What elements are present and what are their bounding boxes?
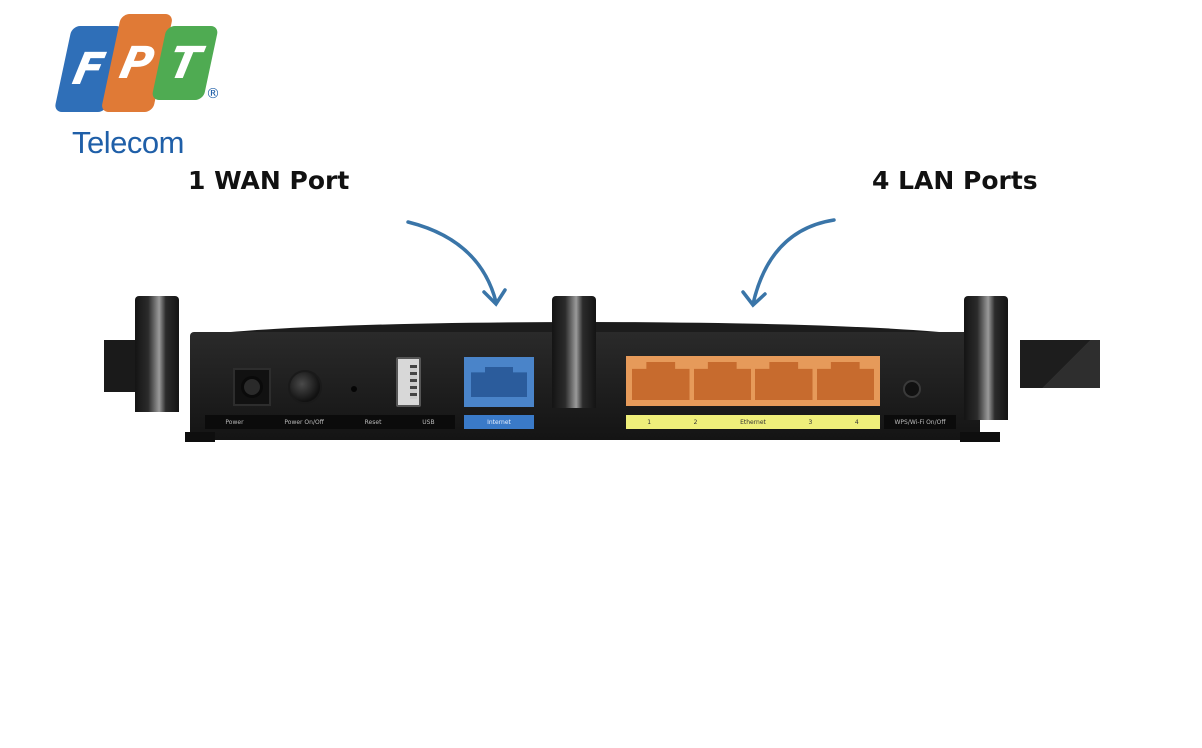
wps-wifi-button (903, 380, 921, 398)
antenna-left (135, 296, 179, 412)
lan-port-2 (693, 362, 751, 400)
ethernet-socket-icon (471, 367, 527, 397)
label-reset: Reset (364, 418, 382, 426)
label-wps: WPS/Wi-Fi On/Off (894, 418, 946, 426)
wan-internet-port (464, 357, 534, 407)
lan-ports (626, 356, 880, 406)
router-right-wing (1020, 340, 1100, 388)
power-jack (233, 368, 271, 406)
antenna-middle (552, 296, 596, 408)
router-foot-left (185, 432, 215, 442)
label-lan2: 2 (693, 418, 698, 426)
lan-port-3 (755, 362, 813, 400)
reset-button (351, 386, 357, 392)
label-ethernet: Ethernet (740, 418, 766, 426)
antenna-right (964, 296, 1008, 420)
port-label-strip: Power Power On/Off Reset USB (205, 415, 455, 429)
power-onoff-button (288, 370, 322, 404)
label-usb: USB (422, 418, 435, 426)
label-lan1: 1 (647, 418, 652, 426)
lan-label-strip: 1 2 Ethernet 3 4 (626, 415, 880, 429)
logo-subtitle: Telecom (72, 125, 184, 160)
lan-port-4 (816, 362, 874, 400)
wan-port-callout: 1 WAN Port (188, 166, 350, 195)
label-lan4: 4 (854, 418, 859, 426)
registered-mark: ® (206, 86, 220, 102)
lan-ports-callout: 4 LAN Ports (872, 166, 1038, 195)
wps-label-strip: WPS/Wi-Fi On/Off (884, 415, 956, 429)
label-power-onoff: Power On/Off (284, 418, 324, 426)
usb-port (396, 357, 421, 407)
lan-port-1 (632, 362, 690, 400)
label-internet: Internet (487, 418, 511, 426)
label-lan3: 3 (808, 418, 813, 426)
label-power: Power (225, 418, 244, 426)
wan-label-strip: Internet (464, 415, 534, 429)
fpt-telecom-logo: F P T ® Telecom (53, 14, 225, 164)
router-foot-right (960, 432, 1000, 442)
